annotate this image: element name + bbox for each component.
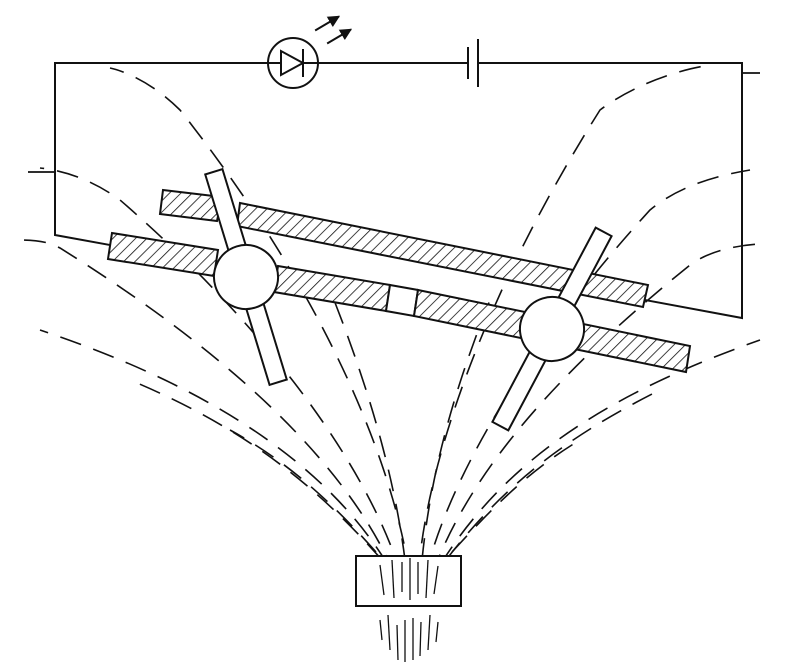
light-emission-arrow — [326, 28, 353, 45]
rail-upper-left-segment — [158, 188, 224, 223]
axle-spoke-lower — [244, 299, 289, 387]
insulating-gap — [384, 283, 420, 318]
magnet-field-dashes — [379, 558, 439, 662]
magnet-body — [355, 555, 462, 607]
right-wire — [477, 62, 743, 320]
field-line — [109, 67, 411, 579]
axle-spoke-lower — [491, 348, 549, 432]
field-line — [451, 439, 581, 553]
magnetic-field-lines — [19, 65, 761, 579]
field-line — [439, 339, 761, 566]
field-line — [417, 65, 706, 579]
field-line — [424, 169, 751, 579]
rail-lower-mid-segment — [272, 264, 392, 313]
light-emission-arrow — [314, 15, 341, 32]
field-line — [445, 389, 661, 561]
field-line — [19, 239, 396, 576]
magnet — [355, 555, 462, 662]
axle-wheel — [519, 296, 585, 362]
rolling-axle-left — [203, 167, 289, 387]
field-line — [421, 299, 491, 561]
left-wire — [54, 62, 269, 247]
field-line — [129, 379, 383, 561]
battery-icon — [467, 39, 479, 87]
field-line — [39, 329, 389, 566]
field-line — [39, 167, 403, 579]
rail-lower-left-segment — [106, 231, 220, 278]
led-icon — [267, 15, 353, 89]
axle-wheel — [213, 244, 279, 310]
field-line — [229, 429, 377, 553]
circuit-wiring — [54, 62, 743, 320]
rolling-axle-right — [491, 226, 613, 432]
